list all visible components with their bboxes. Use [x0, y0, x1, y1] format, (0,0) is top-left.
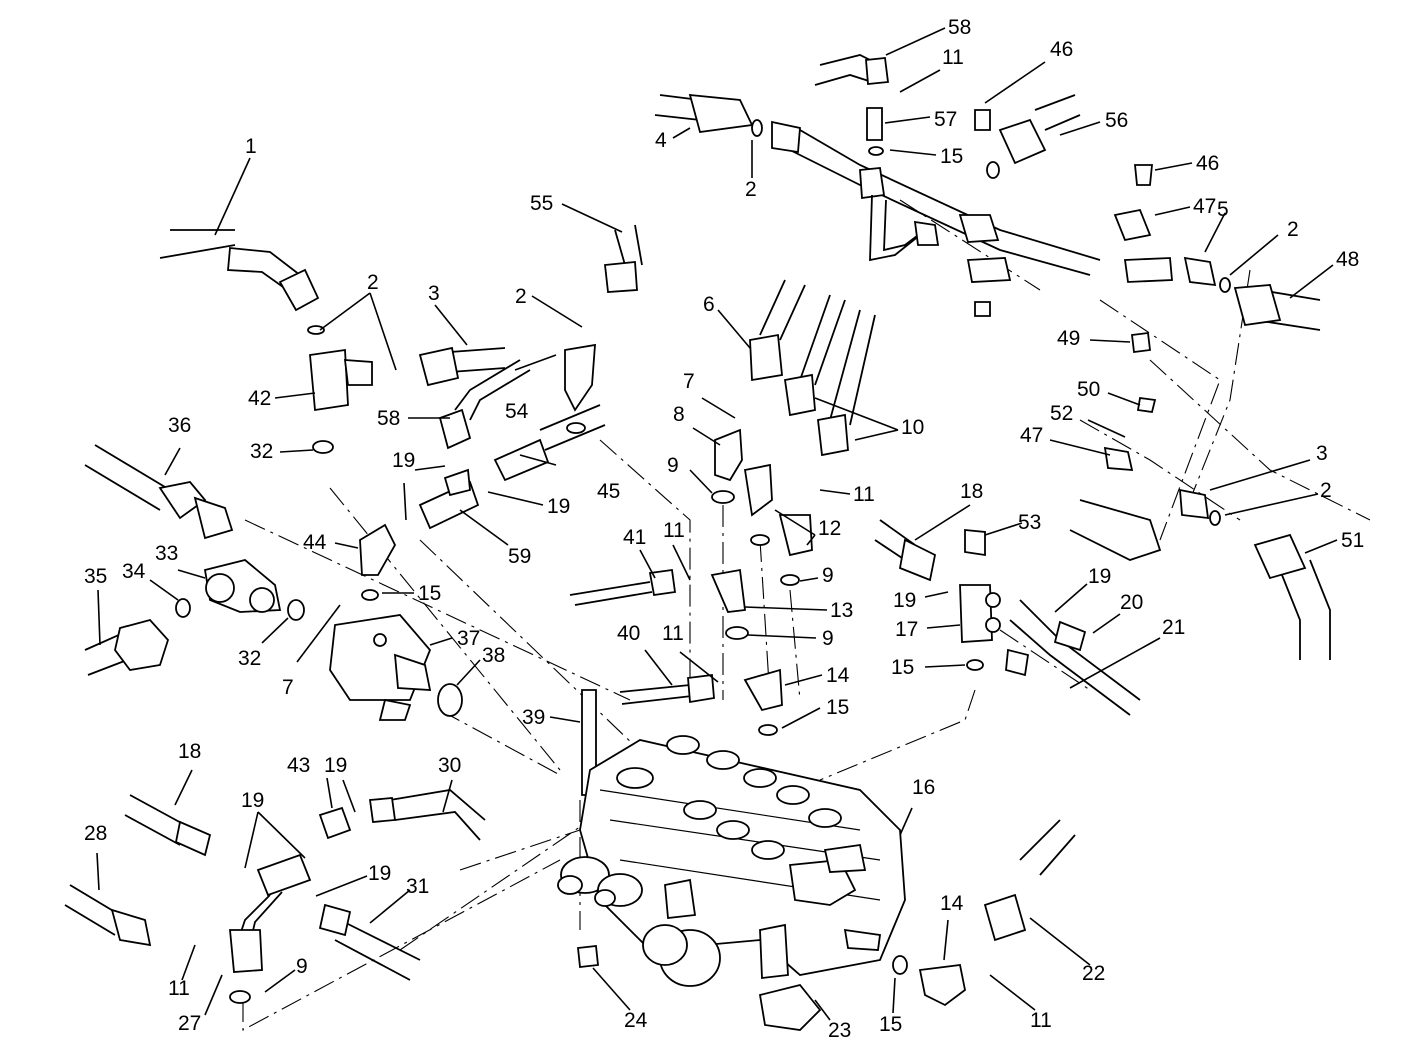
callout-11: 11: [662, 622, 684, 645]
callout-31: 31: [406, 875, 429, 898]
callout-20: 20: [1120, 591, 1143, 614]
callout-labels: 1 2 3 42 32 36 33 34 35 32 7 37 38 15 44…: [84, 16, 1364, 1042]
callout-30: 30: [438, 754, 461, 777]
callout-35: 35: [84, 565, 107, 588]
leader-lines: [96, 27, 1338, 1021]
callout-9: 9: [667, 454, 679, 477]
callout-34: 34: [122, 560, 146, 583]
callout-10: 10: [901, 416, 924, 439]
callout-15: 15: [418, 582, 441, 605]
callout-5: 5: [1217, 198, 1229, 221]
callout-2: 2: [745, 178, 757, 201]
callout-47: 47: [1193, 195, 1216, 218]
callout-32: 32: [250, 440, 273, 463]
callout-22: 22: [1082, 962, 1105, 985]
callout-19: 19: [392, 449, 415, 472]
control-valve-body: [557, 735, 906, 987]
callout-15: 15: [891, 656, 914, 679]
callout-32: 32: [238, 647, 261, 670]
callout-49: 49: [1057, 327, 1080, 350]
callout-14: 14: [826, 664, 850, 687]
callout-45: 45: [597, 480, 620, 503]
callout-19: 19: [241, 789, 264, 812]
callout-58: 58: [377, 407, 400, 430]
callout-55: 55: [530, 192, 553, 215]
callout-11: 11: [853, 483, 875, 506]
callout-8: 8: [673, 403, 685, 426]
callout-46: 46: [1196, 152, 1219, 175]
callout-7: 7: [683, 370, 695, 393]
centerlines: [242, 199, 1371, 1031]
callout-19: 19: [324, 754, 347, 777]
callout-33: 33: [155, 542, 178, 565]
callout-24: 24: [624, 1009, 648, 1032]
callout-17: 17: [895, 618, 918, 641]
callout-12: 12: [818, 517, 841, 540]
callout-39: 39: [522, 706, 545, 729]
callout-11: 11: [1030, 1009, 1052, 1032]
callout-9: 9: [822, 627, 834, 650]
callout-27: 27: [178, 1012, 201, 1035]
hoses: [64, 54, 1331, 981]
callout-53: 53: [1018, 511, 1041, 534]
callout-48: 48: [1336, 248, 1359, 271]
callout-6: 6: [703, 293, 715, 316]
callout-2: 2: [1320, 479, 1332, 502]
callout-19: 19: [893, 589, 916, 612]
callout-19: 19: [368, 862, 391, 885]
callout-47: 47: [1020, 424, 1043, 447]
callout-9: 9: [822, 564, 834, 587]
callout-7: 7: [282, 676, 294, 699]
callout-41: 41: [623, 526, 646, 549]
callout-43: 43: [287, 754, 310, 777]
callout-36: 36: [168, 414, 191, 437]
callout-40: 40: [617, 622, 640, 645]
callout-59: 59: [508, 545, 531, 568]
callout-51: 51: [1341, 529, 1364, 552]
callout-15: 15: [879, 1013, 902, 1036]
callout-3: 3: [1316, 442, 1328, 465]
callout-11: 11: [663, 519, 685, 542]
callout-46: 46: [1050, 38, 1073, 61]
callout-2: 2: [515, 285, 527, 308]
callout-18: 18: [960, 480, 983, 503]
callout-2: 2: [367, 271, 379, 294]
callout-4: 4: [655, 129, 667, 152]
callout-19: 19: [1088, 565, 1111, 588]
callout-37: 37: [457, 627, 480, 650]
callout-54: 54: [505, 400, 529, 423]
callout-16: 16: [912, 776, 935, 799]
callout-56: 56: [1105, 109, 1128, 132]
callout-23: 23: [828, 1019, 851, 1042]
callout-42: 42: [248, 387, 271, 410]
callout-2: 2: [1287, 218, 1299, 241]
callout-38: 38: [482, 644, 505, 667]
callout-11: 11: [168, 977, 190, 1000]
callout-11: 11: [942, 46, 964, 69]
callout-15: 15: [940, 145, 963, 168]
callout-18: 18: [178, 740, 201, 763]
callout-28: 28: [84, 822, 107, 845]
callout-44: 44: [303, 531, 327, 554]
callout-1: 1: [245, 135, 257, 158]
callout-13: 13: [830, 599, 853, 622]
callout-57: 57: [934, 108, 957, 131]
callout-15: 15: [826, 696, 849, 719]
callout-3: 3: [428, 282, 440, 305]
callout-9: 9: [296, 955, 308, 978]
callout-58: 58: [948, 16, 971, 39]
fittings: [175, 107, 1231, 1031]
callout-50: 50: [1077, 378, 1100, 401]
callout-14: 14: [940, 892, 964, 915]
callout-19: 19: [547, 495, 570, 518]
callout-52: 52: [1050, 402, 1073, 425]
callout-21: 21: [1162, 616, 1185, 639]
